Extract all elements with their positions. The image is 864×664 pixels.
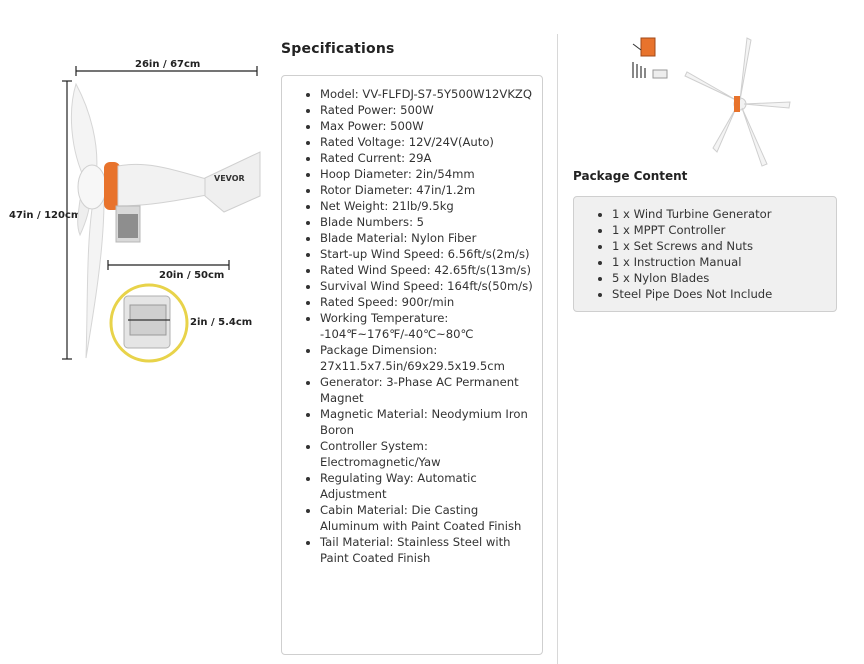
spec-list-item: Blade Numbers: 5 bbox=[320, 214, 542, 230]
spec-list-item: Regulating Way: Automatic Adjustment bbox=[320, 470, 542, 502]
spec-list-item: Hoop Diameter: 2in/54mm bbox=[320, 166, 542, 182]
spec-list-item: Blade Material: Nylon Fiber bbox=[320, 230, 542, 246]
column-divider bbox=[557, 34, 558, 664]
spec-list-item: Tail Material: Stainless Steel with Pain… bbox=[320, 534, 542, 566]
turbine-dimension-illustration: 26in / 67cm 47in / 120cm VEVOR 20in / 50… bbox=[9, 59, 261, 363]
orange-ring bbox=[104, 162, 120, 210]
package-list-item: Steel Pipe Does Not Include bbox=[612, 286, 836, 302]
brand-logo: VEVOR bbox=[214, 174, 245, 183]
package-list-item: 1 x Wind Turbine Generator bbox=[612, 206, 836, 222]
package-list-item: 1 x Set Screws and Nuts bbox=[612, 238, 836, 254]
specifications-box: Model: VV-FLFDJ-S7-5Y500W12VKZQRated Pow… bbox=[281, 75, 543, 655]
spec-list-item: Rotor Diameter: 47in/1.2m bbox=[320, 182, 542, 198]
blade-bottom bbox=[85, 195, 105, 359]
spec-list-item: Max Power: 500W bbox=[320, 118, 542, 134]
spec-list-item: Model: VV-FLFDJ-S7-5Y500W12VKZQ bbox=[320, 86, 542, 102]
height-dimension-label: 47in / 120cm bbox=[9, 210, 81, 221]
pipe-dimension-label: 2in / 5.4cm bbox=[190, 317, 252, 328]
package-list-item: 1 x Instruction Manual bbox=[612, 254, 836, 270]
spec-list-item: Rated Power: 500W bbox=[320, 102, 542, 118]
spec-list-item: Rated Current: 29A bbox=[320, 150, 542, 166]
package-content-title: Package Content bbox=[573, 169, 688, 183]
spec-list-item: Generator: 3-Phase AC Permanent Magnet bbox=[320, 374, 542, 406]
spec-list-item: Survival Wind Speed: 164ft/s(50m/s) bbox=[320, 278, 542, 294]
spec-list-item: Net Weight: 21lb/9.5kg bbox=[320, 198, 542, 214]
tail-dimension-label: 20in / 50cm bbox=[159, 270, 224, 281]
tail-fin bbox=[204, 151, 261, 213]
package-content-box: 1 x Wind Turbine Generator1 x MPPT Contr… bbox=[573, 196, 837, 312]
package-content-list: 1 x Wind Turbine Generator1 x MPPT Contr… bbox=[574, 197, 836, 302]
package-contents-image bbox=[632, 37, 791, 167]
spec-list-item: Rated Wind Speed: 42.65ft/s(13m/s) bbox=[320, 262, 542, 278]
spec-list-item: Start-up Wind Speed: 6.56ft/s(2m/s) bbox=[320, 246, 542, 262]
package-list-item: 1 x MPPT Controller bbox=[612, 222, 836, 238]
specifications-list: Model: VV-FLFDJ-S7-5Y500W12VKZQRated Pow… bbox=[282, 76, 542, 566]
spec-list-item: Working Temperature: -104℉~176℉/-40℃~80℃ bbox=[320, 310, 542, 342]
spec-list-item: Magnetic Material: Neodymium Iron Boron bbox=[320, 406, 542, 438]
spec-list-item: Controller System: Electromagnetic/Yaw bbox=[320, 438, 542, 470]
package-list-item: 5 x Nylon Blades bbox=[612, 270, 836, 286]
spec-list-item: Rated Voltage: 12V/24V(Auto) bbox=[320, 134, 542, 150]
width-dimension-label: 26in / 67cm bbox=[135, 59, 200, 70]
blade-top bbox=[70, 82, 98, 183]
spec-list-item: Package Dimension: 27x11.5x7.5in/69x29.5… bbox=[320, 342, 542, 374]
specifications-title: Specifications bbox=[281, 41, 395, 57]
spec-list-item: Rated Speed: 900r/min bbox=[320, 294, 542, 310]
spec-list-item: Cabin Material: Die Casting Aluminum wit… bbox=[320, 502, 542, 534]
